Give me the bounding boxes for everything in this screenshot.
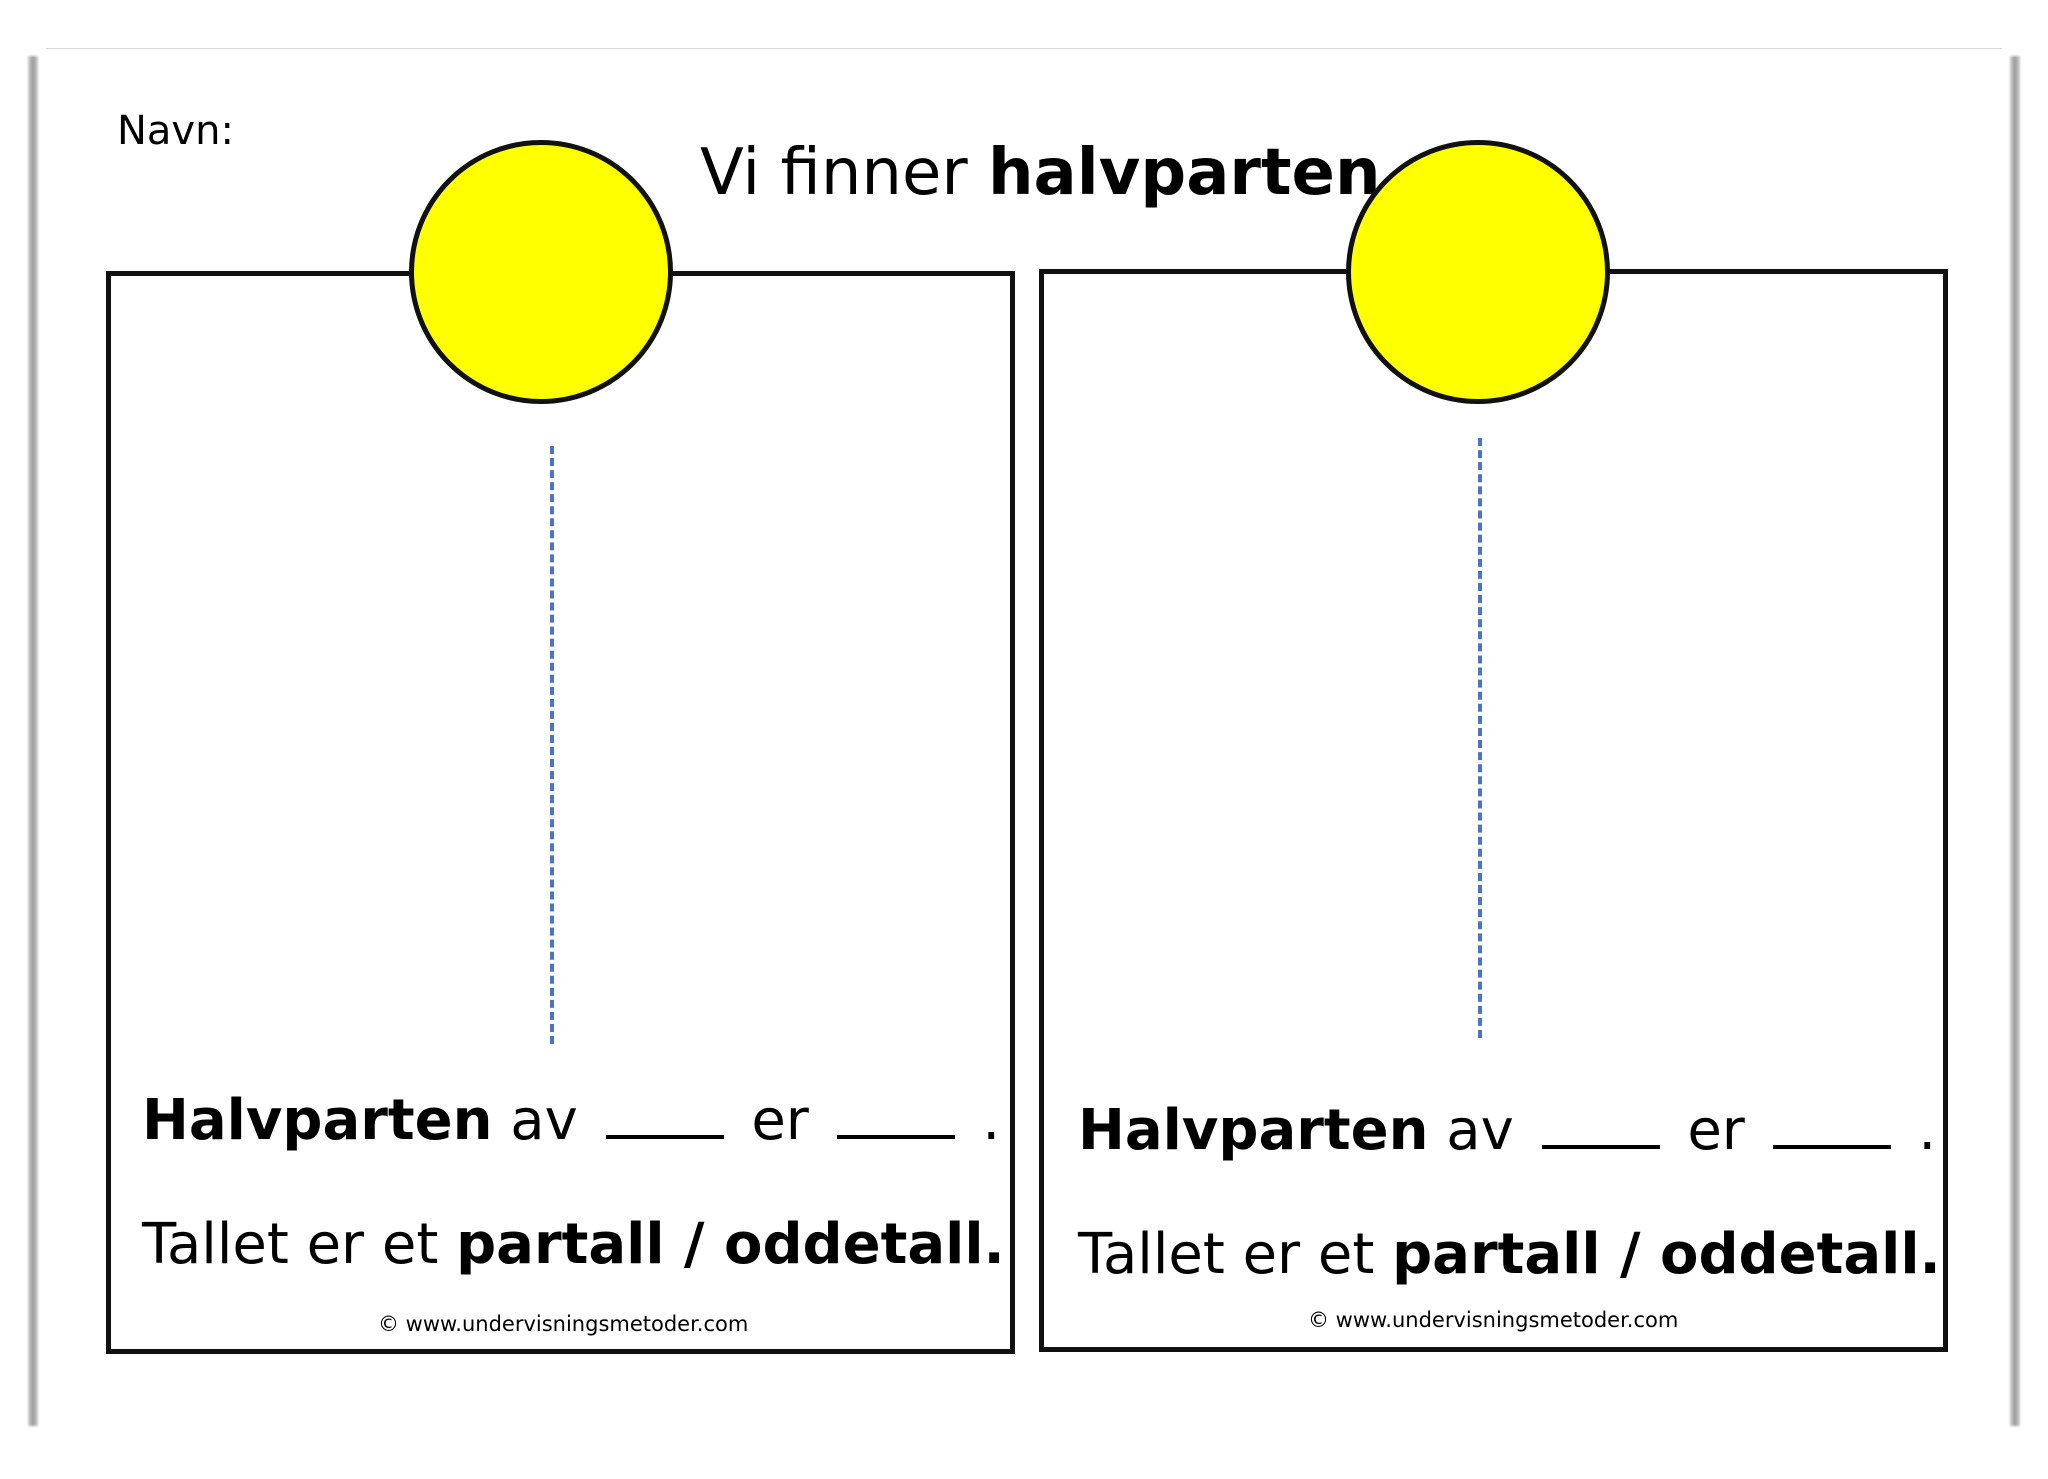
tallet-text: Tallet er et [142, 1212, 457, 1277]
halvparten-word: Halvparten [142, 1088, 493, 1153]
title-regular: Vi finner [700, 136, 988, 210]
copyright-right: © www.undervisningsmetoder.com [1308, 1308, 1679, 1332]
blank-number-input[interactable] [1541, 1145, 1660, 1149]
parity-sentence-right: Tallet er et partall / oddetall. [1078, 1222, 1941, 1287]
blank-number-input[interactable] [605, 1135, 724, 1139]
period: . [1900, 1098, 1937, 1163]
page-shadow-right [2010, 56, 2020, 1426]
page [46, 48, 2002, 1425]
page-title: Vi finner halvparten [700, 136, 1381, 210]
half-sentence-left: Halvparten av er . [142, 1088, 1000, 1153]
er-word: er [1669, 1098, 1763, 1163]
er-word: er [733, 1088, 827, 1153]
blank-half-input[interactable] [836, 1135, 955, 1139]
copyright-left: © www.undervisningsmetoder.com [378, 1312, 749, 1336]
yellow-circle-left [409, 140, 673, 404]
parity-sentence-left: Tallet er et partall / oddetall. [142, 1212, 1005, 1277]
parity-choice[interactable]: partall / oddetall. [456, 1212, 1005, 1277]
name-label: Navn: [117, 108, 234, 154]
yellow-circle-right [1346, 140, 1610, 404]
dashed-divider-right [1478, 438, 1482, 1038]
parity-choice[interactable]: partall / oddetall. [1392, 1222, 1941, 1287]
title-bold: halvparten [987, 136, 1381, 210]
tallet-text: Tallet er et [1078, 1222, 1393, 1287]
half-sentence-right: Halvparten av er . [1078, 1098, 1936, 1163]
page-shadow-left [28, 56, 38, 1426]
card-right [1039, 269, 1948, 1352]
av-word: av [1428, 1098, 1532, 1163]
dashed-divider-left [550, 446, 554, 1044]
blank-half-input[interactable] [1772, 1145, 1891, 1149]
halvparten-word: Halvparten [1078, 1098, 1429, 1163]
av-word: av [492, 1088, 596, 1153]
card-left [106, 271, 1015, 1354]
period: . [964, 1088, 1001, 1153]
